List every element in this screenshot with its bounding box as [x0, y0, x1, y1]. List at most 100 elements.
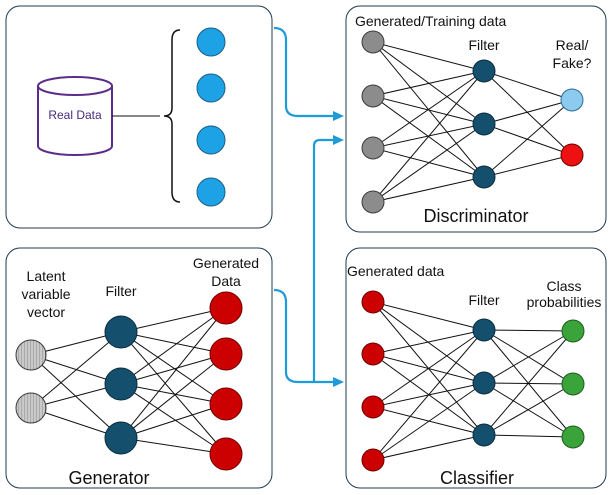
database-icon — [37, 76, 113, 156]
classifier-edge — [372, 329, 485, 461]
classifier-output-label-2: probabilities — [527, 294, 602, 310]
discriminator-filter-node — [472, 59, 496, 83]
real-data-panel — [5, 5, 273, 229]
classifier-class-node — [561, 425, 585, 449]
discriminator-header: Generated/Training data — [355, 13, 506, 29]
generator-edge — [120, 437, 227, 455]
real-data-samples — [196, 27, 226, 207]
generator-edge — [30, 331, 122, 409]
discriminator-title: Discriminator — [423, 206, 528, 226]
classifier-input-node — [361, 448, 385, 472]
discriminator-output-node-real — [560, 88, 584, 112]
real-to-discriminator-arrow — [273, 26, 334, 118]
discriminator-edges — [372, 41, 573, 203]
classifier-edge — [372, 301, 485, 331]
discriminator-input-node — [361, 84, 385, 108]
generator-latent-label-2: variable — [21, 286, 70, 302]
generator-latent-node — [15, 339, 47, 371]
discriminator-edge — [483, 99, 573, 178]
classifier-header: Generated data — [347, 263, 445, 279]
generator-edge — [120, 307, 227, 385]
classifier-filter-node — [472, 318, 496, 342]
real-data-node — [196, 73, 226, 103]
generator-to-discriminator-arrow — [312, 138, 334, 382]
discriminator-edge — [372, 176, 485, 203]
classifier-panel — [345, 247, 607, 489]
generator-edge — [120, 307, 227, 439]
classifier-title: Classifier — [440, 468, 514, 488]
classifier-edge — [483, 330, 574, 384]
generator-output-label-1: Generated — [193, 255, 259, 271]
discriminator-edge — [372, 70, 485, 203]
discriminator-nodes — [361, 30, 584, 214]
classifier-output-label-1: Class — [546, 278, 581, 294]
generator-edge — [120, 383, 227, 455]
generator-edge — [120, 353, 227, 439]
real-data-bracket — [163, 29, 181, 203]
classifier-class-node — [561, 319, 585, 343]
generator-nodes — [15, 291, 243, 471]
classifier-filter-node — [472, 423, 496, 447]
discriminator-edge — [483, 123, 573, 156]
discriminator-edge — [483, 99, 573, 125]
generator-filter-node — [104, 421, 138, 455]
discriminator-output-node-fake — [560, 143, 584, 167]
classifier-edge — [372, 434, 485, 461]
classifier-filter-node — [472, 371, 496, 395]
generator-edge — [120, 331, 227, 455]
generator-filter-node — [104, 315, 138, 349]
classifier-edge — [372, 329, 485, 408]
discriminator-output-label-2: Fake? — [553, 55, 592, 71]
classifier-filter-label: Filter — [468, 292, 499, 308]
generator-generated-node — [209, 337, 243, 371]
generator-panel — [5, 247, 273, 489]
classifier-edge — [483, 434, 574, 438]
classifier-input-node — [361, 290, 385, 314]
generator-edge — [120, 403, 227, 439]
generator-generated-node — [209, 387, 243, 421]
generator-latent-label-1: Latent — [27, 268, 66, 284]
discriminator-edge — [483, 70, 573, 156]
classifier-edge — [483, 330, 574, 436]
discriminator-edge — [372, 41, 485, 72]
generator-latent-node — [15, 392, 47, 424]
generator-filter-node — [104, 367, 138, 401]
generator-edge — [120, 383, 227, 405]
generator-to-classifier-arrow — [273, 288, 334, 384]
classifier-edge — [483, 383, 574, 436]
discriminator-filter-node — [472, 165, 496, 189]
generator-edge — [120, 353, 227, 385]
generator-generated-node — [209, 437, 243, 471]
classifier-class-node — [561, 372, 585, 396]
generator-edge — [120, 331, 227, 405]
discriminator-input-node — [361, 136, 385, 160]
generator-filter-label: Filter — [105, 283, 136, 299]
arrow-head-classifier — [333, 377, 344, 387]
generator-generated-node — [209, 291, 243, 325]
generator-title: Generator — [68, 468, 149, 488]
classifier-edge — [372, 382, 485, 461]
real-data-node — [196, 177, 226, 207]
classifier-nodes — [361, 290, 585, 472]
generator-latent-label-3: vector — [27, 304, 65, 320]
discriminator-edge — [483, 154, 573, 178]
discriminator-filter-node — [472, 112, 496, 136]
discriminator-edge — [372, 70, 485, 149]
arrow-head-discriminator — [333, 135, 344, 145]
real-data-node — [196, 27, 226, 57]
generator-edge — [120, 307, 227, 333]
discriminator-output-label-1: Real/ — [556, 37, 589, 53]
discriminator-input-node — [361, 30, 385, 54]
classifier-input-node — [361, 342, 385, 366]
classifier-edge — [372, 329, 485, 355]
discriminator-input-node — [361, 190, 385, 214]
generator-output-label-2: Data — [211, 273, 241, 289]
real-data-node — [196, 125, 226, 155]
arrow-head-real — [333, 111, 344, 121]
classifier-edge — [483, 329, 574, 332]
flow-arrows — [273, 26, 344, 387]
discriminator-filter-label: Filter — [468, 37, 499, 53]
real-data-label: Real Data — [48, 108, 102, 122]
generator-edge — [120, 331, 227, 355]
